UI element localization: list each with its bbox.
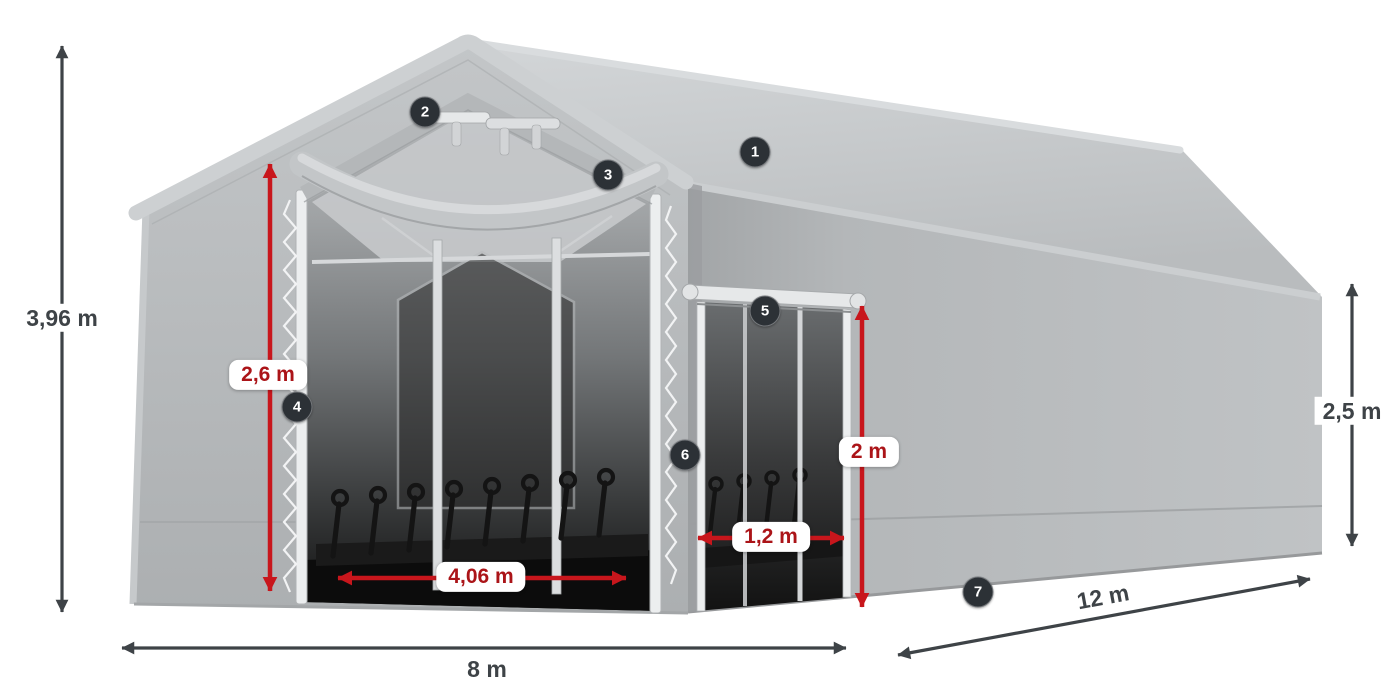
lacing-right — [664, 205, 678, 585]
side-door-right-post — [842, 308, 852, 598]
entrance-right-post — [649, 193, 662, 614]
roll-up-winch — [427, 111, 561, 156]
side-door — [681, 283, 867, 612]
front-entrance — [282, 92, 678, 614]
side-door-left-post — [696, 301, 706, 612]
rear-opening — [396, 250, 576, 510]
arrow-side-length — [897, 574, 1311, 660]
entrance-left-post — [295, 189, 308, 605]
roof-panel — [468, 40, 1322, 297]
